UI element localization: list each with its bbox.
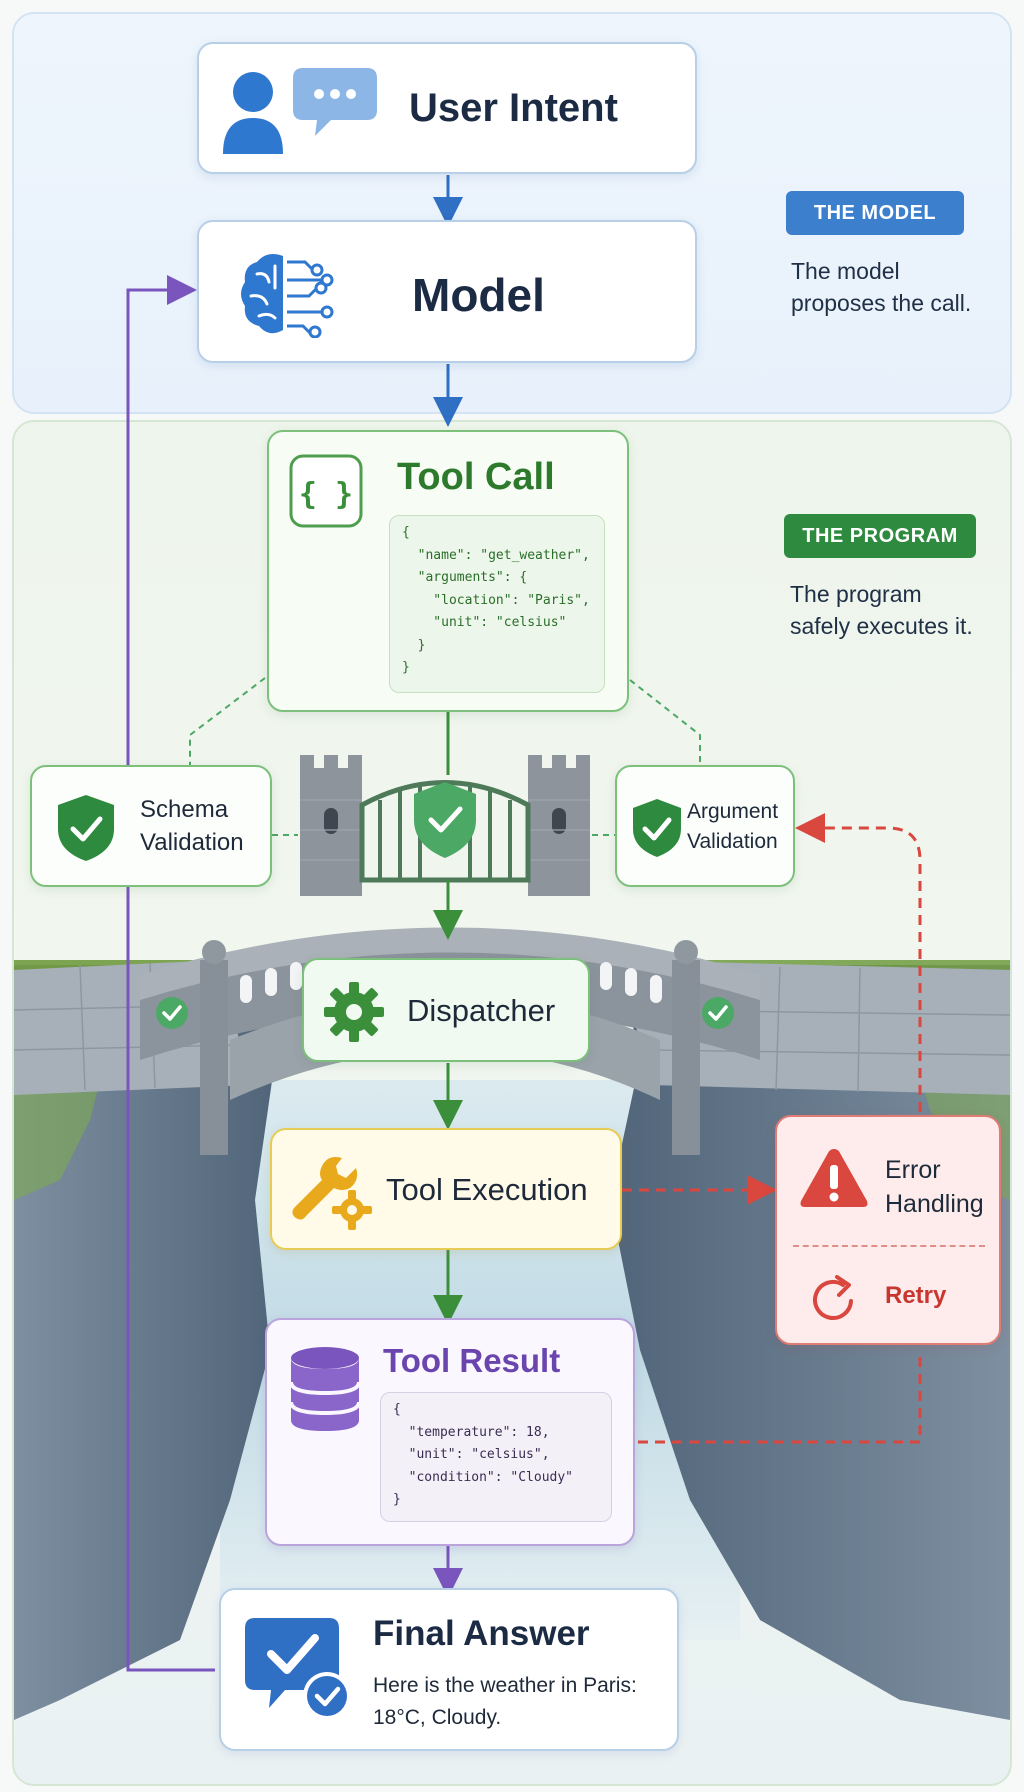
user-intent-label: User Intent [409,86,618,130]
tool-execution-label: Tool Execution [386,1172,588,1207]
tool-call-label: Tool Call [397,456,555,498]
model-note-line2: proposes the call. [791,290,972,316]
program-section-note: The program safely executes it. [790,578,973,642]
warning-triangle-icon [800,1149,868,1207]
error-divider [793,1245,985,1247]
argument-validation-label: Argument Validation [687,797,778,857]
castle-gate-icon [300,755,590,896]
svg-text:{ }: { } [299,477,353,512]
chat-bubble-icon [293,68,377,136]
tool-call-node: { } Tool Call { "name": "get_weather", "… [267,430,629,712]
retry-icon [813,1275,853,1320]
dispatcher-label: Dispatcher [407,993,556,1028]
bridge-check-left-icon [156,997,188,1029]
error-handling-line2: Handling [885,1190,984,1218]
model-section-note: The model proposes the call. [791,255,971,319]
bridge-check-right-icon [702,997,734,1029]
dashed-toolcall-to-schema [189,677,266,765]
final-answer-node: Final Answer Here is the weather in Pari… [219,1588,679,1751]
wrench-gear-icon [292,1157,372,1230]
tool-result-code: { "temperature": 18, "unit": "celsius", … [380,1392,612,1522]
final-answer-text: Here is the weather in Paris: 18°C, Clou… [373,1670,637,1734]
error-handling-label: Error Handling [885,1153,984,1221]
error-handling-node: Error Handling Retry [775,1115,1001,1345]
program-note-line2: safely executes it. [790,613,973,639]
argument-validation-node: Argument Validation [615,765,795,887]
chat-check-icon [245,1618,351,1720]
brain-circuit-icon [241,254,334,338]
user-intent-node: User Intent [197,42,697,174]
dashed-toolcall-to-argument [629,679,701,765]
model-section-badge: THE MODEL [786,191,964,235]
schema-validation-line2: Validation [140,829,244,856]
model-note-line1: The model [791,258,900,284]
database-icon [289,1347,361,1431]
final-answer-line1: Here is the weather in Paris: [373,1674,637,1697]
dispatcher-node: Dispatcher [302,958,590,1062]
tool-call-code: { "name": "get_weather", "arguments": { … [389,515,605,693]
argument-validation-line1: Argument [687,800,779,823]
user-icon [223,72,283,154]
gear-icon [324,982,384,1042]
error-handling-line1: Error [885,1156,941,1184]
final-answer-label: Final Answer [373,1614,590,1653]
curly-braces-icon: { } [289,454,363,528]
retry-label: Retry [885,1282,947,1309]
schema-validation-line1: Schema [140,796,229,823]
arrow-error-to-argument [795,813,922,1112]
arrow-final-to-model-loop [126,275,215,1672]
shield-check-icon [633,799,681,857]
tool-result-label: Tool Result [383,1342,561,1379]
arrow-result-to-error [638,1350,922,1444]
program-note-line1: The program [790,581,922,607]
argument-validation-line2: Validation [687,830,778,853]
tool-result-node: Tool Result { "temperature": 18, "unit":… [265,1318,635,1546]
schema-validation-label: Schema Validation [140,793,244,859]
final-answer-line2: 18°C, Cloudy. [373,1706,502,1729]
tool-execution-node: Tool Execution [270,1128,622,1250]
model-node: Model [197,220,697,363]
model-label: Model [412,269,545,321]
program-section-badge: THE PROGRAM [784,514,976,558]
schema-validation-node: Schema Validation [30,765,272,887]
shield-check-icon [58,795,114,861]
